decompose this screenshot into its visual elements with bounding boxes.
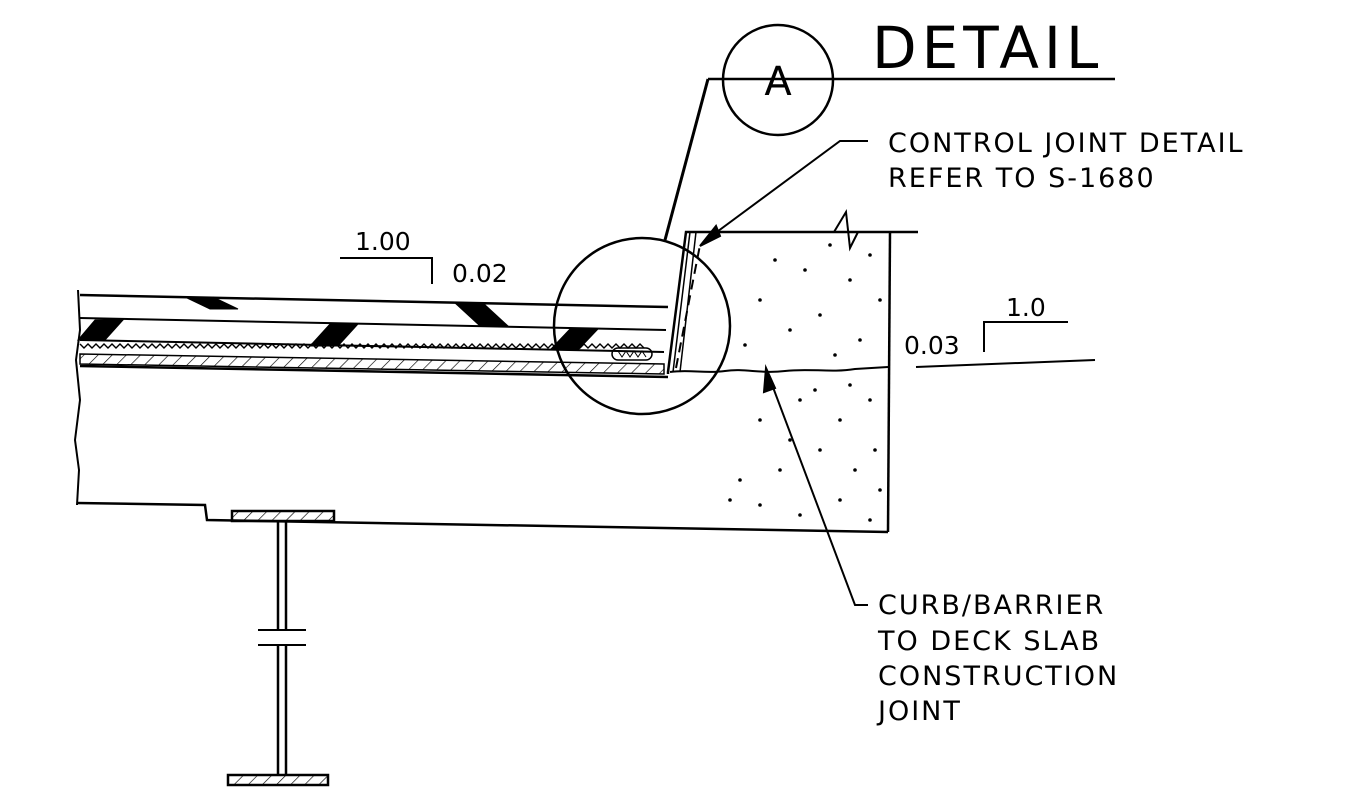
asphalt-top (79, 293, 669, 309)
construction-joint-note-line1: CURB/BARRIER (878, 590, 1105, 621)
construction-joint-line (669, 366, 889, 373)
detail-bubble-letter: A (764, 59, 792, 105)
detail-callout (552, 23, 1115, 416)
steel-girder (226, 509, 336, 787)
protection-board (79, 353, 665, 375)
bottom-flange (226, 773, 330, 787)
control-joint-note-line1: CONTROL JOINT DETAIL (888, 128, 1245, 159)
layer-marker (308, 323, 360, 347)
detail-enlargement-circle (552, 236, 732, 416)
detail-leader (663, 78, 710, 241)
construction-joint-note-line4: JOINT (876, 696, 962, 727)
wearing-surface-layers (76, 293, 669, 379)
deck-slope-rise: 0.02 (452, 259, 508, 288)
layer-marker (184, 296, 239, 310)
barrier-slope-rise: 0.03 (904, 331, 960, 360)
left-break-line (73, 289, 82, 506)
construction-joint-note-line2: TO DECK SLAB (877, 626, 1101, 657)
deck-slope-symbol (340, 257, 433, 284)
membrane-band (79, 343, 645, 349)
asphalt-bottom-layer1 (79, 317, 667, 331)
barrier-back-face (886, 231, 892, 533)
backer-rod (611, 347, 653, 361)
construction-joint-note-line3: CONSTRUCTION (878, 661, 1119, 692)
top-flange (230, 509, 336, 523)
slab-soffit (76, 501, 889, 534)
deck-slope-run: 1.00 (355, 227, 411, 256)
layer-marker (453, 302, 510, 327)
barrier-slope-symbol (915, 321, 1096, 368)
control-joint-note-line2: REFER TO S-1680 (888, 163, 1156, 194)
construction-joint-leader (762, 364, 868, 606)
barrier-top-break (833, 208, 859, 252)
control-joint-dashed (675, 244, 701, 369)
concrete-stipple (728, 243, 882, 522)
barrier-outline (666, 230, 918, 374)
detail-title: DETAIL (872, 14, 1103, 82)
deck-slab (73, 289, 889, 534)
layer-marker (76, 319, 125, 341)
barrier-slope-run: 1.0 (1006, 293, 1046, 322)
control-joint-leader (699, 140, 868, 247)
